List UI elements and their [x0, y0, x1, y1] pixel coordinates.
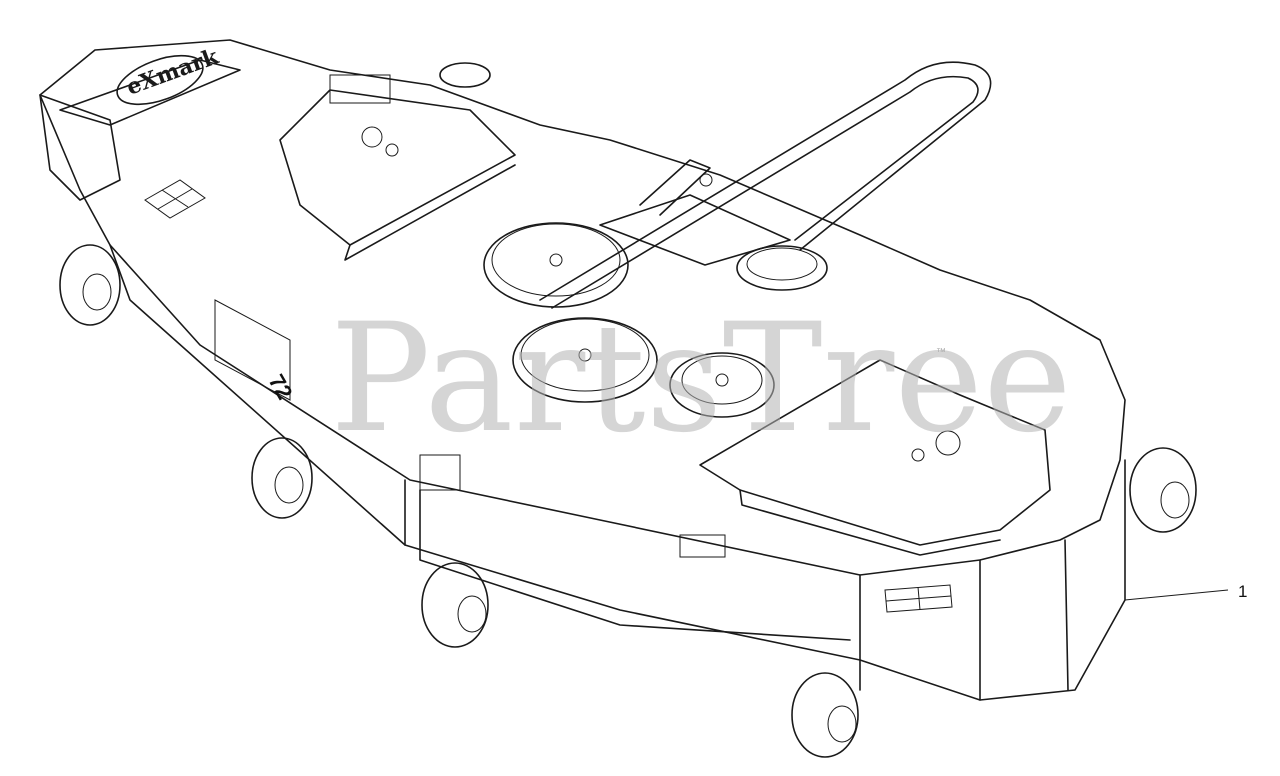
anti-scalp-wheel-5 [1129, 447, 1197, 533]
pulley-center [512, 317, 658, 403]
decal-grid-right [884, 584, 953, 613]
drive-belt [539, 61, 992, 309]
anti-scalp-wheel-3 [421, 562, 489, 648]
decal-warning-side [419, 454, 461, 491]
brand-plate-text: eXmark [123, 43, 222, 100]
pulley-right [736, 245, 828, 291]
right-belt-cover [699, 359, 1051, 556]
anti-scalp-wheel-4 [791, 672, 859, 758]
tension-arm [599, 159, 791, 266]
deck-size-label: 72 [264, 370, 298, 404]
decal-warning-front [679, 534, 726, 558]
watermark-trademark: ™ [936, 347, 946, 358]
idler-pulley [669, 352, 775, 418]
left-belt-cover [279, 89, 516, 261]
decal-warning-top [329, 74, 391, 104]
watermark: PartsTree [330, 292, 1072, 466]
mower-deck-body [39, 39, 1126, 701]
anti-scalp-wheel-6 [439, 62, 491, 88]
anti-scalp-wheel-2 [251, 437, 313, 519]
anti-scalp-wheel-1 [59, 244, 121, 326]
callout-label-1: 1 [1238, 582, 1247, 601]
brand-housing: eXmark [39, 43, 241, 201]
decal-grid-left [144, 179, 206, 219]
pulley-left [483, 222, 629, 308]
callout-1: 1 [1124, 582, 1247, 601]
